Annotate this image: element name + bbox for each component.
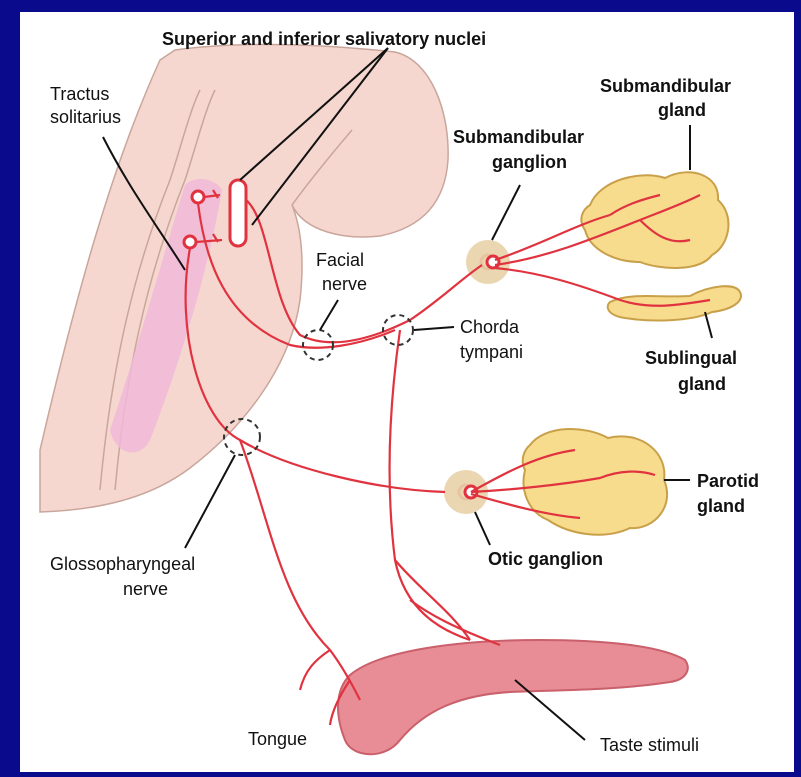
label-glosso-1: Glossopharyngeal [50, 554, 195, 574]
submandibular-ganglion-cell [487, 256, 499, 268]
label-submandibular-gland-1: Submandibular [600, 76, 731, 96]
label-submandibular-ganglion-2: ganglion [492, 152, 567, 172]
label-facial-2: nerve [322, 274, 367, 294]
label-chorda-2: tympani [460, 342, 523, 362]
parotid-gland [523, 429, 667, 535]
salivatory-nucleus [230, 180, 246, 246]
label-submandibular-ganglion-1: Submandibular [453, 127, 584, 147]
label-tongue: Tongue [248, 729, 307, 749]
label-glosso-2: nerve [123, 579, 168, 599]
label-sublingual-1: Sublingual [645, 348, 737, 368]
label-salivatory-nuclei: Superior and inferior salivatory nuclei [162, 29, 486, 49]
label-otic-ganglion: Otic ganglion [488, 549, 603, 569]
label-submandibular-gland-2: gland [658, 100, 706, 120]
label-sublingual-2: gland [678, 374, 726, 394]
label-tractus-1: Tractus [50, 84, 109, 104]
submandibular-gland [581, 172, 728, 268]
label-parotid-2: gland [697, 496, 745, 516]
label-facial-1: Facial [316, 250, 364, 270]
label-taste-stimuli: Taste stimuli [600, 735, 699, 755]
label-tractus-2: solitarius [50, 107, 121, 127]
label-parotid-1: Parotid [697, 471, 759, 491]
label-chorda-1: Chorda [460, 317, 520, 337]
